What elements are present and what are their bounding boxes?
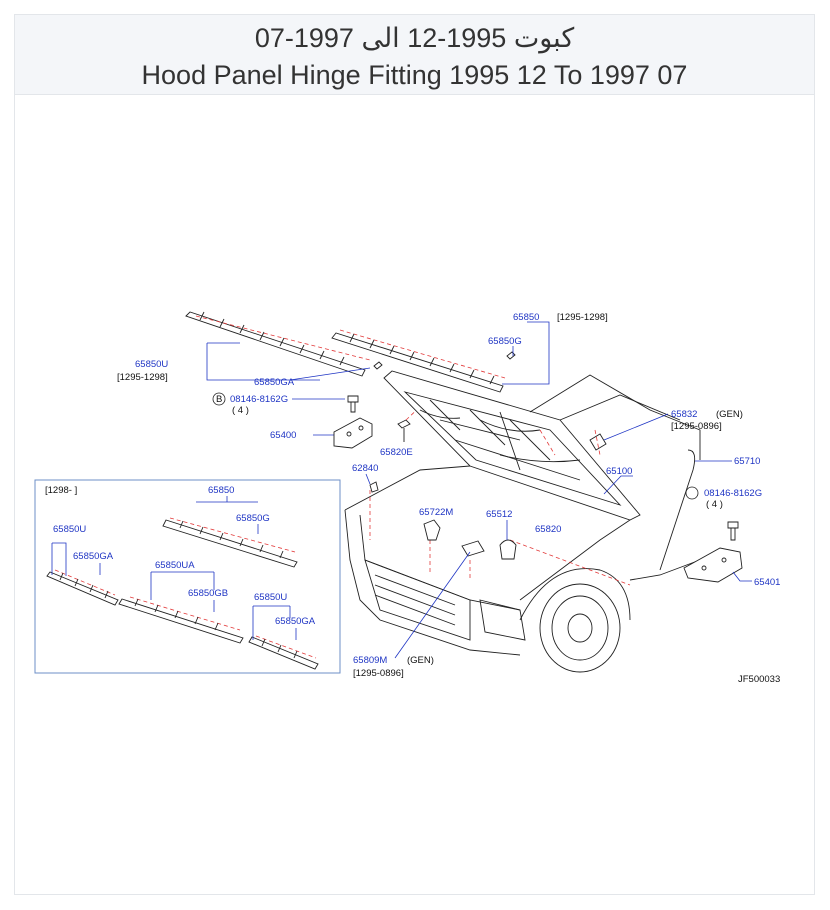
label-65850G[interactable]: 65850G bbox=[488, 336, 522, 347]
label-gen-1: (GEN) bbox=[716, 409, 743, 420]
hinge-right bbox=[683, 547, 743, 583]
inset-label-65850GA-b[interactable]: 65850GA bbox=[275, 616, 316, 627]
title-english: Hood Panel Hinge Fitting 1995 12 To 1997… bbox=[141, 60, 688, 90]
hood-grommet-icon bbox=[499, 539, 517, 560]
b-marker-icon-2 bbox=[685, 486, 699, 500]
label-65710[interactable]: 65710 bbox=[734, 456, 760, 467]
label-bolt-qty: ( 4 ) bbox=[232, 405, 249, 416]
hood-panel bbox=[383, 370, 641, 521]
label-65820[interactable]: 65820 bbox=[535, 524, 561, 535]
bolt-icon-2 bbox=[727, 521, 739, 541]
hood-stay-rod bbox=[659, 449, 696, 571]
lock-striker-icon bbox=[423, 519, 441, 541]
label-65850GA[interactable]: 65850GA bbox=[254, 377, 295, 388]
hood-bumper-icon bbox=[397, 419, 411, 442]
label-65400[interactable]: 65400 bbox=[270, 430, 296, 441]
inset-molding-right bbox=[248, 635, 319, 670]
hood-insulator-icon bbox=[589, 433, 607, 451]
label-bolt-2[interactable]: 08146-8162G bbox=[704, 488, 762, 499]
vehicle-body bbox=[344, 374, 701, 673]
hinge-left bbox=[333, 417, 373, 449]
label-gen-2: (GEN) bbox=[407, 655, 434, 666]
inset-label-65850U-a[interactable]: 65850U bbox=[53, 524, 86, 535]
label-65722M[interactable]: 65722M bbox=[419, 507, 453, 518]
inset-label-65850UA[interactable]: 65850UA bbox=[155, 560, 195, 571]
label-bolt-08146-8162G[interactable]: 08146-8162G bbox=[230, 394, 288, 405]
bolt-icon bbox=[347, 395, 359, 413]
inset-molding-middle bbox=[118, 596, 244, 644]
label-65401[interactable]: 65401 bbox=[754, 577, 780, 588]
inset-box bbox=[34, 479, 341, 674]
label-range-2: [1295-1298] bbox=[117, 372, 168, 383]
inset-label-65850U-b[interactable]: 65850U bbox=[254, 592, 287, 603]
label-65820E[interactable]: 65820E bbox=[380, 447, 413, 458]
inset-label-65850G[interactable]: 65850G bbox=[236, 513, 270, 524]
label-65850[interactable]: 65850 bbox=[513, 312, 539, 323]
label-bolt-qty-2: ( 4 ) bbox=[706, 499, 723, 510]
hood-molding-right bbox=[331, 329, 506, 393]
latch-icon bbox=[369, 481, 379, 493]
diagram-id: JF500033 bbox=[738, 674, 780, 685]
inset-range: [1298- ] bbox=[45, 485, 77, 496]
label-65512[interactable]: 65512 bbox=[486, 509, 512, 520]
b-marker-letter: B bbox=[216, 394, 222, 405]
hood-molding-left bbox=[185, 311, 371, 377]
label-65850U[interactable]: 65850U bbox=[135, 359, 168, 370]
label-range-3: [1295-0896] bbox=[671, 421, 722, 432]
clip-left bbox=[373, 361, 383, 370]
label-65832[interactable]: 65832 bbox=[671, 409, 697, 420]
title-arabic: كبوت 1995-12 الى 1997-07 bbox=[254, 23, 575, 53]
clip-right bbox=[506, 351, 516, 360]
b-marker-icon bbox=[212, 392, 226, 406]
inset-molding-top bbox=[162, 517, 298, 568]
inset-label-65850GB[interactable]: 65850GB bbox=[188, 588, 228, 599]
page-frame bbox=[14, 14, 815, 895]
label-plate-icon bbox=[461, 540, 485, 557]
label-62840[interactable]: 62840 bbox=[352, 463, 378, 474]
page-header: كبوت 1995-12 الى 1997-07 Hood Panel Hing… bbox=[15, 15, 814, 95]
inset-label-65850[interactable]: 65850 bbox=[208, 485, 234, 496]
label-65100[interactable]: 65100 bbox=[606, 466, 632, 477]
inset-molding-left bbox=[46, 569, 119, 606]
label-65809M[interactable]: 65809M bbox=[353, 655, 387, 666]
label-range-1: [1295-1298] bbox=[557, 312, 608, 323]
inset-label-65850GA-a[interactable]: 65850GA bbox=[73, 551, 114, 562]
label-range-4: [1295-0896] bbox=[353, 668, 404, 679]
